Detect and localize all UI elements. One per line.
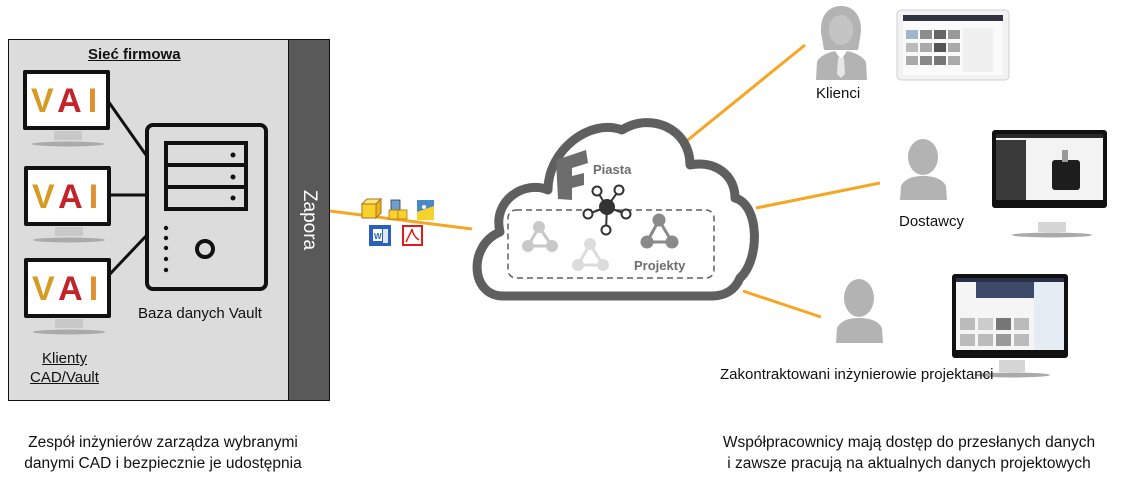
vault-server-icon (145, 123, 268, 291)
workstation-3-app-logos: VAI (32, 270, 104, 309)
project-icon-2 (572, 238, 609, 271)
left-caption: Zespół inżynierów zarządza wybranymi dan… (8, 432, 318, 474)
network-link-1 (106, 100, 148, 156)
fusion-logo-icon (556, 150, 588, 200)
collaborator-label-contractors: Zakontraktowani inżynierowie projektanci (720, 366, 994, 383)
collaborator-label-suppliers: Dostawcy (899, 213, 965, 230)
inventor-logo-icon: I (87, 82, 104, 120)
projects-label: Projekty (634, 258, 686, 273)
clients-label-line1: Klienty (42, 350, 88, 367)
inventor-logo-icon: I (88, 178, 105, 216)
workstation-monitor-2 (24, 166, 111, 243)
project-icon-1 (522, 221, 558, 252)
workstation-monitor-1 (23, 70, 110, 147)
right-caption: Współpracownicy mają dostęp do przesłany… (700, 432, 1118, 474)
collaborator-label-clients: Klienci (816, 85, 861, 102)
network-link-3 (108, 234, 148, 276)
right-caption-line1: Współpracownicy mają dostęp do przesłany… (722, 434, 1096, 451)
contractor-person-icon (836, 279, 883, 343)
supplier-monitor-device (992, 130, 1107, 238)
word-file-icon: W (369, 225, 391, 246)
left-caption-line2: danymi CAD i bezpiecznie je udostępnia (24, 455, 302, 472)
assembly-file-icon (388, 199, 408, 220)
vault-logo-icon: V (31, 82, 58, 120)
part-file-icon (360, 197, 383, 220)
client-person-icon (816, 6, 867, 80)
workstation-1-app-logos: VAI (31, 82, 103, 121)
client-tablet-device (896, 9, 1010, 81)
pdf-file-icon (402, 225, 423, 246)
vault-logo-icon: V (32, 178, 59, 216)
clients-label-line2: CAD/Vault (30, 369, 99, 386)
network-title: Sieć firmowa (88, 46, 181, 63)
firewall-bar: Zapora (288, 39, 330, 401)
supplier-person-icon (900, 139, 947, 200)
svg-text:W: W (374, 232, 382, 241)
connector-cloud-contractors (742, 289, 822, 319)
right-caption-line2: i zawsze pracują na aktualnych danych pr… (727, 455, 1091, 472)
left-caption-line1: Zespół inżynierów zarządza wybranymi (28, 434, 298, 451)
hub-network-icon (582, 184, 632, 236)
autocad-logo-icon: A (57, 82, 88, 120)
autocad-logo-icon: A (58, 270, 89, 308)
hub-label: Piasta (593, 162, 632, 177)
connector-firewall-cloud (329, 209, 473, 231)
vault-logo-icon: V (32, 270, 59, 308)
contractor-monitor-device (952, 274, 1068, 378)
inventor-logo-icon: I (88, 270, 105, 308)
server-label: Baza danych Vault (138, 305, 262, 322)
project-icon-3 (640, 213, 679, 249)
connector-cloud-clients (672, 43, 806, 154)
autocad-logo-icon: A (58, 178, 89, 216)
workstation-2-app-logos: VAI (32, 178, 104, 217)
connector-cloud-suppliers (755, 181, 881, 210)
drawing-file-icon (417, 200, 434, 220)
workstation-monitor-3 (24, 258, 111, 335)
